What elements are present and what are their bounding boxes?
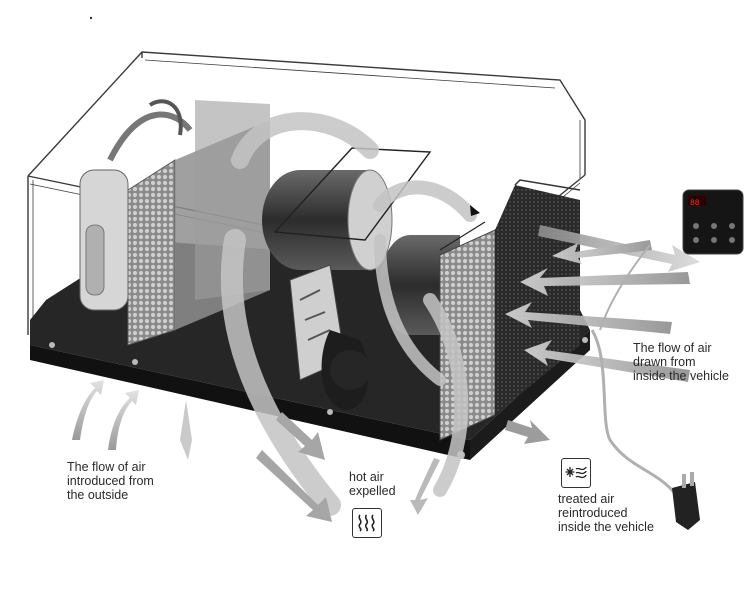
snowflake-wind-icon <box>561 458 591 488</box>
inside-air-label: The flow of air drawn from inside the ve… <box>633 341 729 383</box>
panel-edge <box>439 221 486 251</box>
pointer-marker <box>470 205 480 216</box>
hot-air-label: hot air expelled <box>349 470 396 498</box>
treated-air-line-1: treated air <box>558 492 615 506</box>
power-cord <box>590 244 682 501</box>
treated-air-label: treated air reintroduced inside the vehi… <box>558 492 654 534</box>
airflow-arcs <box>220 112 477 516</box>
top-panel <box>273 147 432 241</box>
treated-air-arrows <box>410 420 550 515</box>
outside-air-line-3: the outside <box>67 488 129 502</box>
plug <box>672 472 700 530</box>
control-board <box>289 264 370 410</box>
heat-waves-icon <box>352 508 382 538</box>
inside-air-arrows <box>505 225 700 382</box>
inside-air-line-3: inside the vehicle <box>633 369 729 383</box>
outside-air-line-1: The flow of air <box>67 460 146 474</box>
compressor <box>79 99 193 311</box>
outside-air-arrows <box>72 380 139 450</box>
treated-air-line-3: inside the vehicle <box>558 520 654 534</box>
treated-air-line-2: reintroduced <box>558 506 628 520</box>
outside-air-label: The flow of air introduced from the outs… <box>67 460 154 502</box>
hot-air-arrows <box>180 400 332 522</box>
outside-air-line-2: introduced from <box>67 474 154 488</box>
inside-air-line-2: drawn from <box>633 355 696 369</box>
controller-display: 88 <box>690 199 700 208</box>
hot-air-line-1: hot air <box>349 470 384 484</box>
hot-air-line-2: expelled <box>349 484 396 498</box>
inside-air-line-1: The flow of air <box>633 341 712 355</box>
remote-controller: 88 <box>682 189 744 255</box>
dot <box>89 16 93 20</box>
